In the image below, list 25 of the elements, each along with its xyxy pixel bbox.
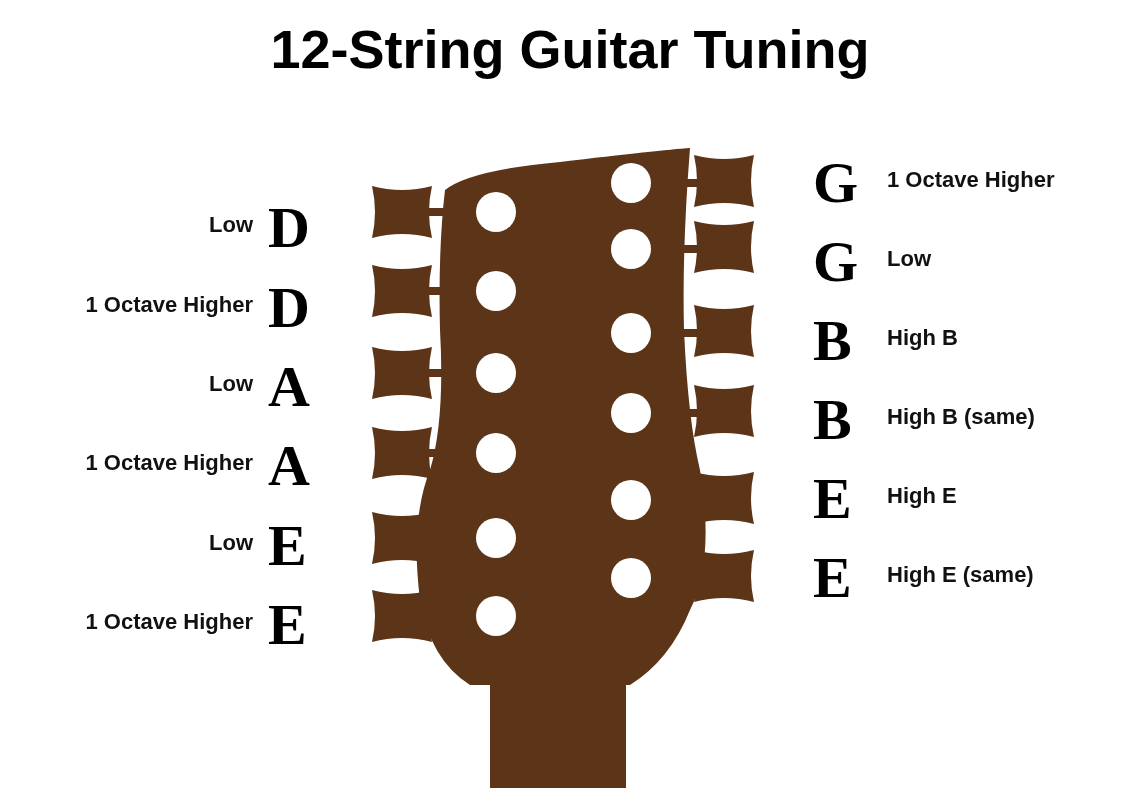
note-letter: B bbox=[813, 391, 852, 449]
note-letter: A bbox=[268, 358, 310, 416]
note-letter: B bbox=[813, 312, 852, 370]
string-description: Low bbox=[209, 373, 253, 395]
string-description: Low bbox=[209, 214, 253, 236]
title: 12-String Guitar Tuning bbox=[269, 18, 871, 80]
note-letter: E bbox=[268, 517, 307, 575]
string-description: 1 Octave Higher bbox=[85, 452, 253, 474]
note-letter: D bbox=[268, 199, 310, 257]
string-description: High E bbox=[887, 485, 957, 507]
string-description: High B (same) bbox=[887, 406, 1035, 428]
string-description: Low bbox=[209, 532, 253, 554]
note-letter: E bbox=[268, 596, 307, 654]
note-letter: A bbox=[268, 437, 310, 495]
string-description: 1 Octave Higher bbox=[85, 294, 253, 316]
note-letter: D bbox=[268, 279, 310, 337]
note-letter: E bbox=[813, 470, 852, 528]
string-description: 1 Octave Higher bbox=[887, 169, 1055, 191]
string-description: 1 Octave Higher bbox=[85, 611, 253, 633]
note-letter: G bbox=[813, 233, 859, 291]
note-letter: E bbox=[813, 549, 852, 607]
string-description: High B bbox=[887, 327, 958, 349]
note-letter: G bbox=[813, 154, 859, 212]
string-description: Low bbox=[887, 248, 931, 270]
string-description: High E (same) bbox=[887, 564, 1034, 586]
